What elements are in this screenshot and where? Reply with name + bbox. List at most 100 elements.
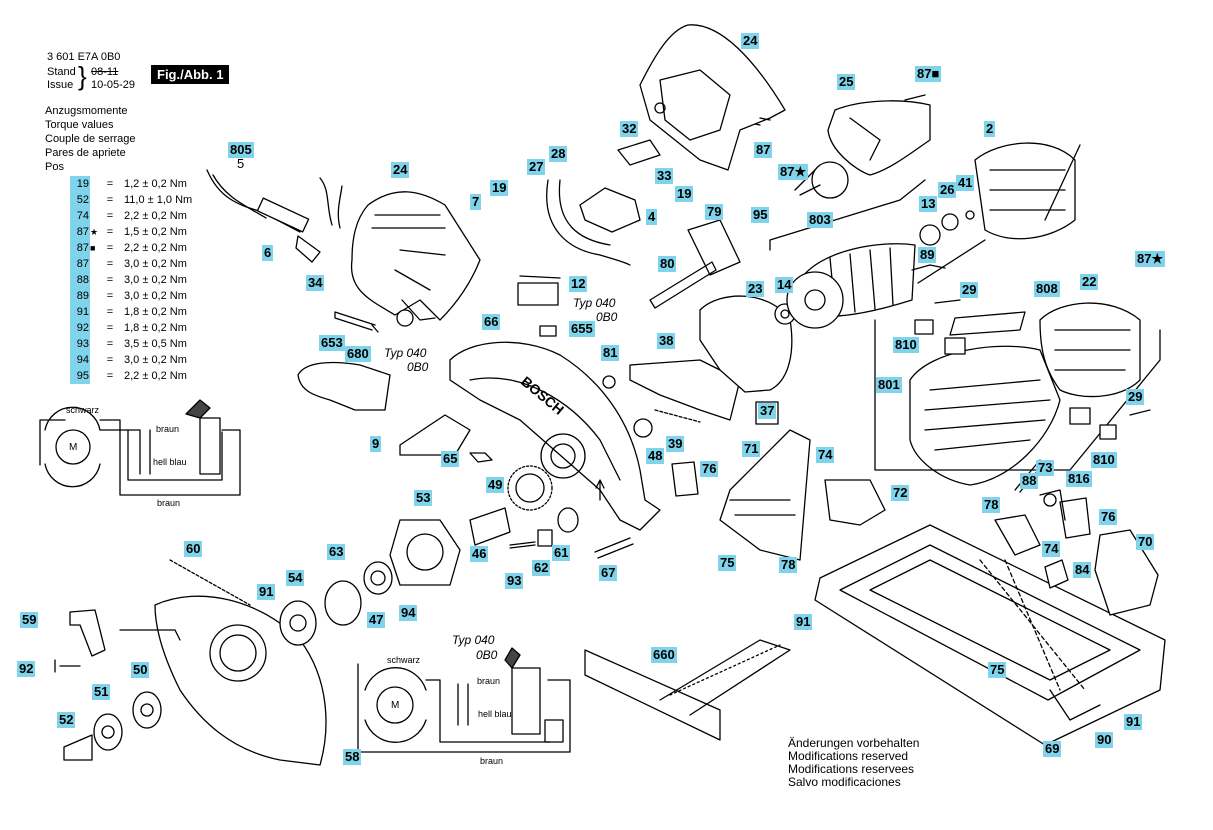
- torque-equals: =: [106, 322, 114, 334]
- part-label-808: 808: [1034, 281, 1060, 297]
- torque-row: 52=11,0 ± 1,0 Nm: [70, 192, 192, 208]
- part-label-2: 2: [984, 121, 996, 137]
- part-label-65: 65: [441, 451, 460, 467]
- part-label-78a: 78: [982, 497, 1001, 513]
- footer-line-en: Modifications reserved: [788, 749, 909, 763]
- part-label-71: 71: [742, 441, 761, 457]
- part-label-50: 50: [131, 662, 150, 678]
- torque-value: 3,0 ± 0,2 Nm: [124, 258, 187, 270]
- torque-row: 19=1,2 ± 0,2 Nm: [70, 176, 192, 192]
- part-label-94: 94: [399, 605, 418, 621]
- part-label-34: 34: [306, 275, 325, 291]
- part-label-90: 90: [1095, 732, 1114, 748]
- part-label-81: 81: [601, 345, 620, 361]
- part-label-72: 72: [891, 485, 910, 501]
- part-label-53: 53: [414, 490, 433, 506]
- part-label-91c: 91: [1124, 714, 1143, 730]
- torque-value: 3,0 ± 0,2 Nm: [124, 274, 187, 286]
- part-label-47: 47: [367, 612, 386, 628]
- part-label-79: 79: [705, 204, 724, 220]
- torque-title-es: Pares de apriete: [45, 147, 126, 159]
- brace: }: [78, 61, 87, 91]
- part-label-51: 51: [92, 684, 111, 700]
- part-label-19a: 19: [490, 180, 509, 196]
- part-label-66: 66: [482, 314, 501, 330]
- torque-value: 3,5 ± 0,5 Nm: [124, 338, 187, 350]
- part-label-74b: 74: [1042, 541, 1061, 557]
- torque-row: 93=3,5 ± 0,5 Nm: [70, 336, 192, 352]
- torque-pos: 88: [70, 272, 90, 288]
- torque-value: 3,0 ± 0,2 Nm: [124, 290, 187, 302]
- part-label-87st2: 87★: [1135, 251, 1166, 267]
- part-label-810b: 810: [1091, 452, 1117, 468]
- part-label-803: 803: [807, 212, 833, 228]
- motor2-symbol: M: [391, 700, 400, 711]
- part-label-67: 67: [599, 565, 618, 581]
- torque-value: 2,2 ± 0,2 Nm: [124, 242, 187, 254]
- part-label-29b: 29: [1126, 389, 1145, 405]
- part-label-95: 95: [751, 207, 770, 223]
- torque-equals: =: [106, 274, 114, 286]
- part-label-70: 70: [1136, 534, 1155, 550]
- part-label-63: 63: [327, 544, 346, 560]
- part-label-801: 801: [876, 377, 902, 393]
- torque-row: 92=1,8 ± 0,2 Nm: [70, 320, 192, 336]
- torque-pos: 89: [70, 288, 90, 304]
- part-label-660: 660: [651, 647, 677, 663]
- part-label-91a: 91: [257, 584, 276, 600]
- wiring2-type-label: Typ 040: [452, 633, 495, 647]
- torque-title-de: Anzugsmomente: [45, 105, 128, 117]
- handle-housing: [350, 191, 481, 321]
- typ-note-2-label: Typ 040: [384, 346, 427, 360]
- torque-equals: =: [106, 290, 114, 302]
- torque-row: 89 = 3,0 ± 0,2 Nm: [70, 288, 192, 304]
- part-label-41: 41: [956, 175, 975, 191]
- torque-value: 1,8 ± 0,2 Nm: [124, 306, 187, 318]
- part-label-46: 46: [470, 546, 489, 562]
- part-label-49: 49: [486, 477, 505, 493]
- part-label-27: 27: [527, 159, 546, 175]
- part-number: 3 601 E7A 0B0: [47, 51, 121, 63]
- torque-row: 87=3,0 ± 0,2 Nm: [70, 256, 192, 272]
- torque-equals: =: [106, 242, 114, 254]
- torque-equals: =: [106, 258, 114, 270]
- torque-value: 3,0 ± 0,2 Nm: [124, 354, 187, 366]
- footer-notes: Änderungen vorbehalten Modifications res…: [788, 737, 919, 789]
- part-label-59: 59: [20, 612, 39, 628]
- part-label-23: 23: [746, 281, 765, 297]
- torque-equals: =: [106, 226, 114, 238]
- wire2-label-brown: braun: [477, 676, 501, 686]
- part-label-33: 33: [655, 168, 674, 184]
- part-label-76b: 76: [1099, 509, 1118, 525]
- part-label-87a: 87: [754, 142, 773, 158]
- torque-pos: 52: [70, 192, 90, 208]
- typ-note-1-label: Typ 040: [573, 296, 616, 310]
- part-label-84: 84: [1073, 562, 1092, 578]
- part-label-25: 25: [837, 74, 856, 90]
- torque-pos: 94: [70, 352, 90, 368]
- part-label-28: 28: [549, 146, 568, 162]
- top-housing: [639, 24, 786, 171]
- part-label-7: 7: [470, 194, 482, 210]
- part-label-14: 14: [775, 277, 794, 293]
- part-label-24b: 24: [391, 162, 410, 178]
- typ-note-2-code: 0B0: [407, 360, 429, 374]
- torque-equals: =: [106, 178, 114, 190]
- part-label-655: 655: [569, 321, 595, 337]
- wiring2-type-code: 0B0: [476, 648, 498, 662]
- torque-title-fr: Couple de serrage: [45, 133, 136, 145]
- wiring-diagram-2: [357, 647, 571, 753]
- part-label-12: 12: [569, 276, 588, 292]
- torque-row: 94=3,0 ± 0,2 Nm: [70, 352, 192, 368]
- issue-label: Issue: [47, 79, 74, 91]
- wire-label-light-blue: hell blau: [153, 457, 187, 467]
- torque-pos: 91: [70, 304, 90, 320]
- footer-line-es: Salvo modificaciones: [788, 775, 901, 789]
- part-label-6: 6: [262, 245, 274, 261]
- part-label-88: 88: [1020, 473, 1039, 489]
- torque-pos: 87: [70, 224, 90, 240]
- torque-pos: 87: [70, 240, 90, 256]
- torque-pos: 93: [70, 336, 90, 352]
